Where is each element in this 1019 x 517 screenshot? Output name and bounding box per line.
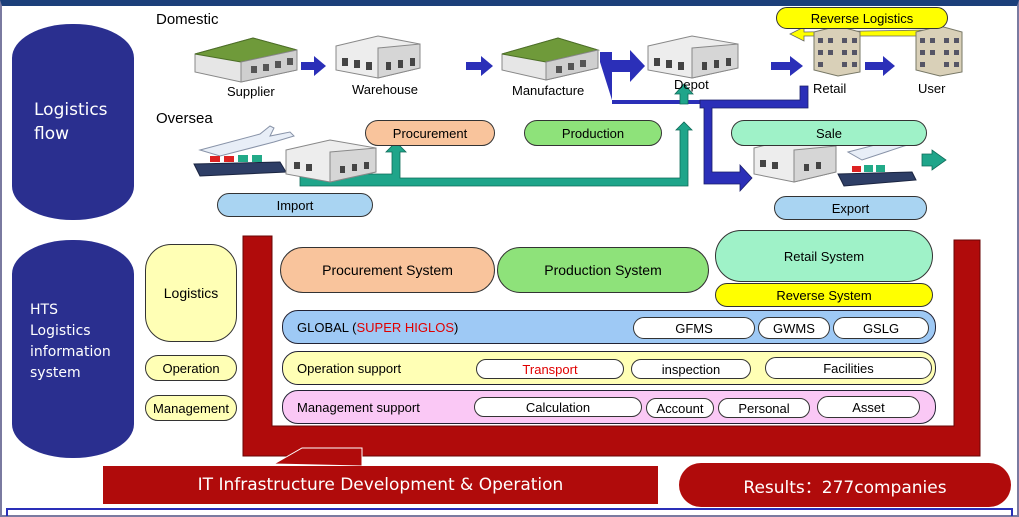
results-badge: Results：277companies: [679, 463, 1011, 507]
export-warehouse-ship-image: [753, 132, 921, 187]
depot-up-arrow: [674, 83, 694, 105]
global-highlight: SUPER HIGLOS: [356, 319, 455, 335]
logistics-flow-title: Logistics flow: [34, 98, 108, 146]
production-system-pill: Production System: [497, 247, 709, 293]
gwms-pill: GWMS: [758, 317, 830, 339]
arrow-warehouse-manufacture: [466, 56, 493, 76]
export-out-arrow: [921, 149, 947, 171]
retail-system-pill: Retail System: [715, 230, 933, 282]
hts-title-line1: HTS: [30, 302, 58, 318]
retail-building-image: [813, 25, 861, 77]
reverse-logistics-pill: Reverse Logistics: [776, 7, 948, 29]
supplier-building-image: [194, 37, 298, 83]
logistics-flow-cylinder: Logistics flow: [12, 24, 134, 220]
account-pill: Account: [646, 398, 714, 418]
global-prefix: GLOBAL (: [297, 319, 357, 335]
supplier-label: Supplier: [227, 84, 275, 99]
personal-pill: Personal: [718, 398, 810, 418]
operation-pill: Operation: [145, 355, 237, 381]
infrastructure-callout-tail: [272, 447, 363, 467]
warehouse-building-image: [335, 35, 421, 79]
procurement-system-pill: Procurement System: [280, 247, 495, 293]
infrastructure-u-shape: [242, 235, 981, 457]
depot-building-image: [647, 35, 739, 79]
manufacture-label: Manufacture: [512, 83, 585, 98]
import-plane-ship-image: [193, 125, 377, 183]
reverse-system-pill: Reverse System: [715, 283, 933, 307]
arrow-depot-retail: [771, 56, 803, 76]
arrow-supplier-warehouse: [301, 56, 326, 76]
domestic-arrows: [301, 56, 895, 76]
inspection-pill: inspection: [631, 359, 751, 379]
asset-pill: Asset: [817, 396, 920, 418]
procurement-pill: Procurement: [365, 120, 495, 146]
hts-title-line2: Logistics: [30, 323, 91, 339]
bottom-text-box: [6, 508, 1013, 516]
production-pill: Production: [524, 120, 662, 146]
logistics-pill: Logistics: [145, 244, 237, 342]
gfms-pill: GFMS: [633, 317, 755, 339]
gslg-pill: GSLG: [833, 317, 929, 339]
hts-system-title: HTS Logistics information system: [30, 300, 111, 384]
global-band-label: GLOBAL (SUPER HIGLOS): [297, 311, 458, 343]
user-label: User: [918, 81, 946, 96]
management-support-label: Management support: [297, 399, 420, 415]
import-route: [299, 121, 693, 187]
manufacture-depot-route: [600, 50, 700, 104]
logistics-flow-title-line1: Logistics: [34, 100, 108, 120]
operation-support-label: Operation support: [297, 360, 402, 376]
sale-pill: Sale: [731, 120, 927, 146]
arrow-retail-user: [865, 56, 895, 76]
warehouse-label: Warehouse: [352, 82, 418, 97]
user-building-image: [915, 25, 963, 77]
management-pill: Management: [145, 395, 237, 421]
logistics-flow-title-line2: flow: [34, 124, 70, 144]
hts-title-line4: system: [30, 365, 81, 381]
calculation-pill: Calculation: [474, 397, 642, 417]
oversea-label: Oversea: [156, 110, 213, 127]
hts-title-line3: information: [30, 344, 111, 360]
depot-label: Depot: [674, 77, 709, 92]
export-pill: Export: [774, 196, 927, 220]
route-to-export: [699, 85, 809, 193]
retail-label: Retail: [813, 81, 847, 96]
infrastructure-banner: IT Infrastructure Development & Operatio…: [103, 466, 658, 504]
hts-system-cylinder: HTS Logistics information system: [12, 240, 134, 458]
facilities-pill: Facilities: [765, 357, 932, 379]
manufacture-building-image: [501, 37, 600, 81]
transport-pill: Transport: [476, 359, 624, 379]
domestic-label: Domestic: [156, 11, 219, 28]
global-suffix: ): [454, 319, 459, 335]
import-pill: Import: [217, 193, 373, 217]
